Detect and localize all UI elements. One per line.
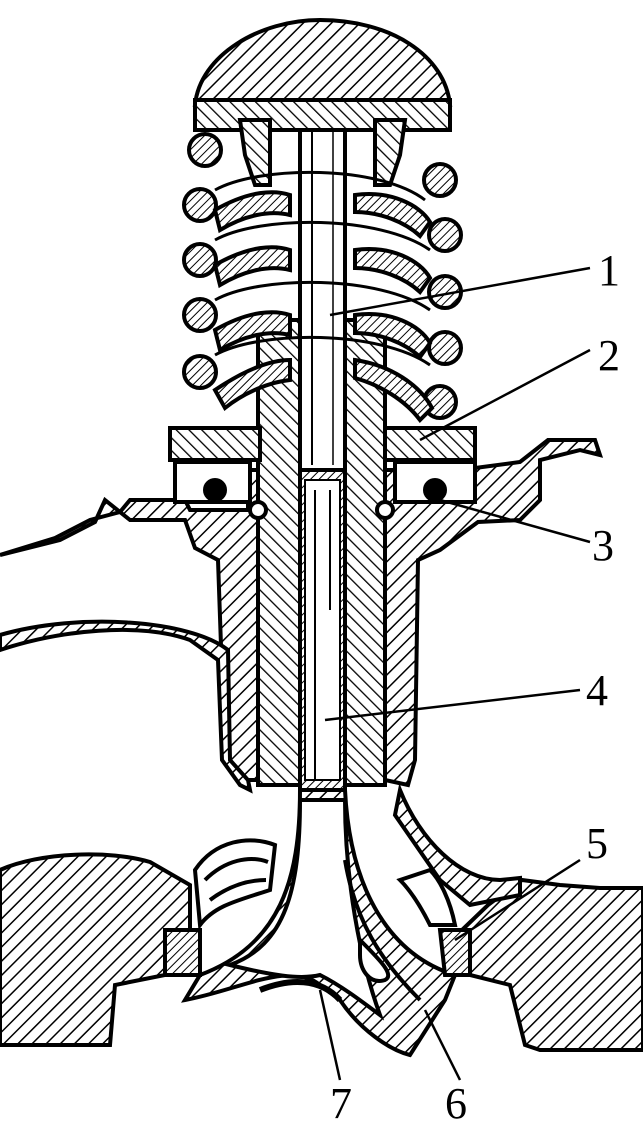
leader-line-6 <box>423 1009 462 1081</box>
callout-5: 5 <box>586 819 608 868</box>
leader-line-1 <box>329 266 591 317</box>
valve-spring-coils <box>182 132 463 424</box>
callout-2: 2 <box>598 331 620 380</box>
spring-seat <box>168 426 477 520</box>
valve-guide <box>256 318 387 787</box>
leader-line-4 <box>324 688 581 722</box>
spring-cap <box>192 17 453 187</box>
valve-stem <box>296 56 348 792</box>
valve-head <box>181 788 458 1058</box>
callout-7: 7 <box>330 1079 352 1128</box>
callout-6: 6 <box>445 1079 467 1128</box>
leader-line-3 <box>439 498 591 544</box>
leader-line-5 <box>454 858 581 942</box>
leader-lines <box>318 266 591 1081</box>
leader-line-2 <box>419 348 591 442</box>
callout-3: 3 <box>592 521 614 570</box>
callout-4: 4 <box>586 666 608 715</box>
valve-seat <box>163 838 472 977</box>
cylinder-head-casting <box>0 852 643 1052</box>
callout-labels: 1 2 3 4 5 6 7 <box>330 246 620 1128</box>
leader-line-7 <box>318 989 342 1081</box>
callout-1: 1 <box>598 246 620 295</box>
